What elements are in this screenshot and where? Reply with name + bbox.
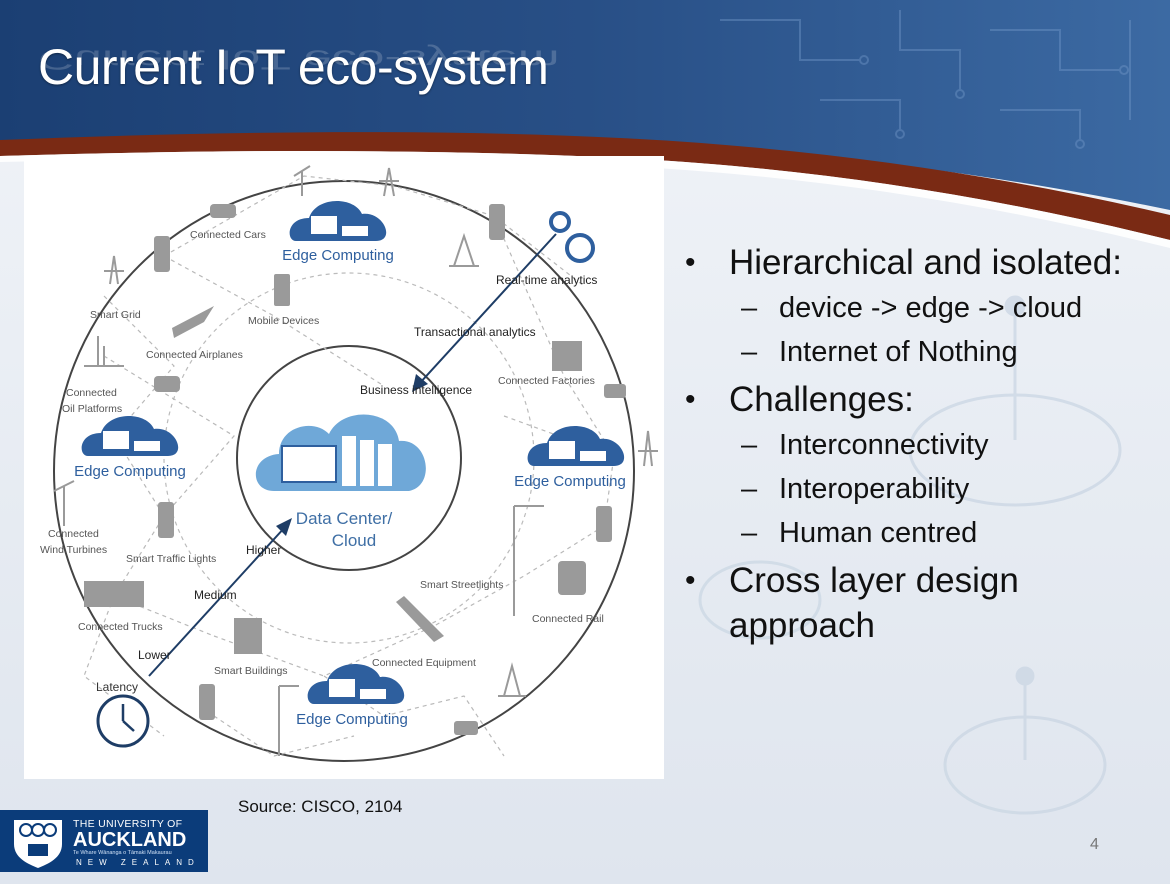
- airplane-icon: [172, 306, 214, 338]
- edge-computing-icon-bottom: [307, 663, 405, 704]
- sub-bullet-item: –Interconnectivity: [741, 426, 1155, 464]
- car-icon-2: [154, 376, 180, 392]
- oil-platform-icon-2: [449, 232, 479, 267]
- edge-computing-icon-right: [527, 425, 625, 466]
- sub-bullet-text: Interconnectivity: [779, 429, 989, 461]
- wind-turbine-icon: [293, 165, 311, 196]
- car-icon: [210, 204, 236, 218]
- power-tower-icon-3: [638, 430, 658, 467]
- crest-icon: [14, 820, 62, 868]
- edge-label-left: Edge Computing: [74, 463, 186, 480]
- bullet-dot-icon: •: [685, 564, 696, 597]
- connected-factories-label: Connected Factories: [498, 375, 595, 387]
- power-tower-icon: [104, 255, 124, 285]
- center-label-2: Cloud: [332, 531, 376, 550]
- connected-rail-label: Connected Rail: [532, 613, 604, 625]
- sub-bullet-text: device -> edge -> cloud: [779, 292, 1083, 324]
- edge-computing-icon-left: [81, 415, 179, 456]
- car-icon-4: [454, 721, 478, 735]
- bullet-dot-icon: •: [685, 383, 696, 416]
- logo-line-3: Te Whare Wānanga o Tāmaki Makaurau: [73, 850, 172, 856]
- sub-bullet-item: –device -> edge -> cloud: [741, 289, 1155, 327]
- bullet-text: Challenges:: [729, 380, 914, 419]
- connected-airplanes-label: Connected Airplanes: [146, 349, 243, 361]
- device-icons: [84, 204, 626, 735]
- logo-line-2: AUCKLAND: [73, 829, 187, 851]
- analytics-arrow: [418, 233, 557, 385]
- sub-bullet-text: Internet of Nothing: [779, 336, 1018, 368]
- latency-label: Latency: [96, 680, 138, 694]
- source-citation: Source: CISCO, 2104: [238, 797, 403, 816]
- streetlight-icon: [513, 505, 544, 616]
- edge-computing-icon-top: [289, 200, 387, 241]
- connected-wind-label-2: Wind Turbines: [40, 544, 107, 556]
- business-label: Business intelligence: [360, 383, 472, 397]
- bullet-text: Cross layer design approach: [729, 561, 1019, 645]
- lower-label: Lower: [138, 648, 171, 662]
- oil-platform-icon-3: [498, 662, 526, 697]
- factory-icon: [552, 341, 582, 371]
- streetlight-icon-2: [278, 685, 299, 756]
- train-icon: [558, 561, 586, 595]
- connected-trucks-label: Connected Trucks: [78, 621, 163, 633]
- bullet-item: • Challenges:: [685, 377, 1155, 422]
- sub-bullet-text: Interoperability: [779, 473, 970, 505]
- iot-diagram-svg: Data Center/ Cloud Edge Computing Edge C…: [40, 165, 658, 762]
- smart-grid-label: Smart Grid: [90, 309, 141, 321]
- data-center-cloud-icon: [255, 414, 426, 491]
- mobile-devices-label: Mobile Devices: [248, 315, 319, 327]
- truck-icon: [84, 581, 144, 607]
- traffic-light-icon-3: [596, 506, 612, 542]
- traffic-light-icon-5: [199, 684, 215, 720]
- inner-ring: [236, 345, 462, 571]
- smart-buildings-label: Smart Buildings: [214, 665, 288, 677]
- bullet-item: • Cross layer design approach: [685, 558, 1155, 648]
- connected-equipment-label: Connected Equipment: [372, 657, 476, 669]
- crane-icon: [396, 596, 444, 642]
- realtime-label: Real-time analytics: [496, 273, 597, 287]
- sub-bullet-item: –Interoperability: [741, 470, 1155, 508]
- sub-bullet-item: –Internet of Nothing: [741, 333, 1155, 371]
- medium-label: Medium: [194, 588, 237, 602]
- traffic-light-icon-2: [489, 204, 505, 240]
- gears-icon: [549, 211, 595, 263]
- mobile-device-icon: [274, 274, 290, 306]
- university-logo: THE UNIVERSITY OF AUCKLAND Te Whare Wāna…: [0, 810, 208, 872]
- logo-line-1: THE UNIVERSITY OF: [73, 818, 183, 830]
- wind-turbine-icon-2: [53, 480, 75, 526]
- bullet-item: • Hierarchical and isolated:: [685, 240, 1155, 285]
- connected-wind-label: Connected: [48, 528, 99, 540]
- connected-oil-label-2: Oil Platforms: [62, 403, 122, 415]
- car-icon-3: [604, 384, 626, 398]
- edge-label-bottom: Edge Computing: [296, 711, 408, 728]
- connected-cars-label: Connected Cars: [190, 229, 266, 241]
- sub-bullet-item: –Human centred: [741, 514, 1155, 552]
- connected-oil-label: Connected: [66, 387, 117, 399]
- smart-traffic-label: Smart Traffic Lights: [126, 553, 216, 565]
- traffic-light-icon-4: [158, 502, 174, 538]
- higher-label: Higher: [246, 543, 281, 557]
- sub-bullet-text: Human centred: [779, 517, 978, 549]
- smart-streetlights-label: Smart Streetlights: [420, 579, 503, 591]
- edge-label-right: Edge Computing: [514, 473, 626, 490]
- latency-arrow: [148, 525, 287, 677]
- power-tower-icon-2: [379, 167, 399, 197]
- oil-platform-icon: [84, 336, 124, 367]
- bullet-text: Hierarchical and isolated:: [729, 243, 1122, 282]
- iot-ecosystem-diagram: Data Center/ Cloud Edge Computing Edge C…: [24, 156, 664, 779]
- center-label-1: Data Center/: [296, 509, 393, 528]
- building-icon: [234, 618, 262, 654]
- logo-line-4: NEW ZEALAND: [76, 858, 200, 867]
- transactional-label: Transactional analytics: [414, 325, 536, 339]
- page-number: 4: [1090, 836, 1099, 853]
- bullet-list: • Hierarchical and isolated: –device -> e…: [685, 240, 1155, 650]
- bullet-dot-icon: •: [685, 246, 696, 279]
- edge-label-top: Edge Computing: [282, 247, 394, 264]
- clock-icon: [96, 694, 150, 748]
- slide-title: Current IoT eco-system: [38, 39, 549, 95]
- traffic-light-icon: [154, 236, 170, 272]
